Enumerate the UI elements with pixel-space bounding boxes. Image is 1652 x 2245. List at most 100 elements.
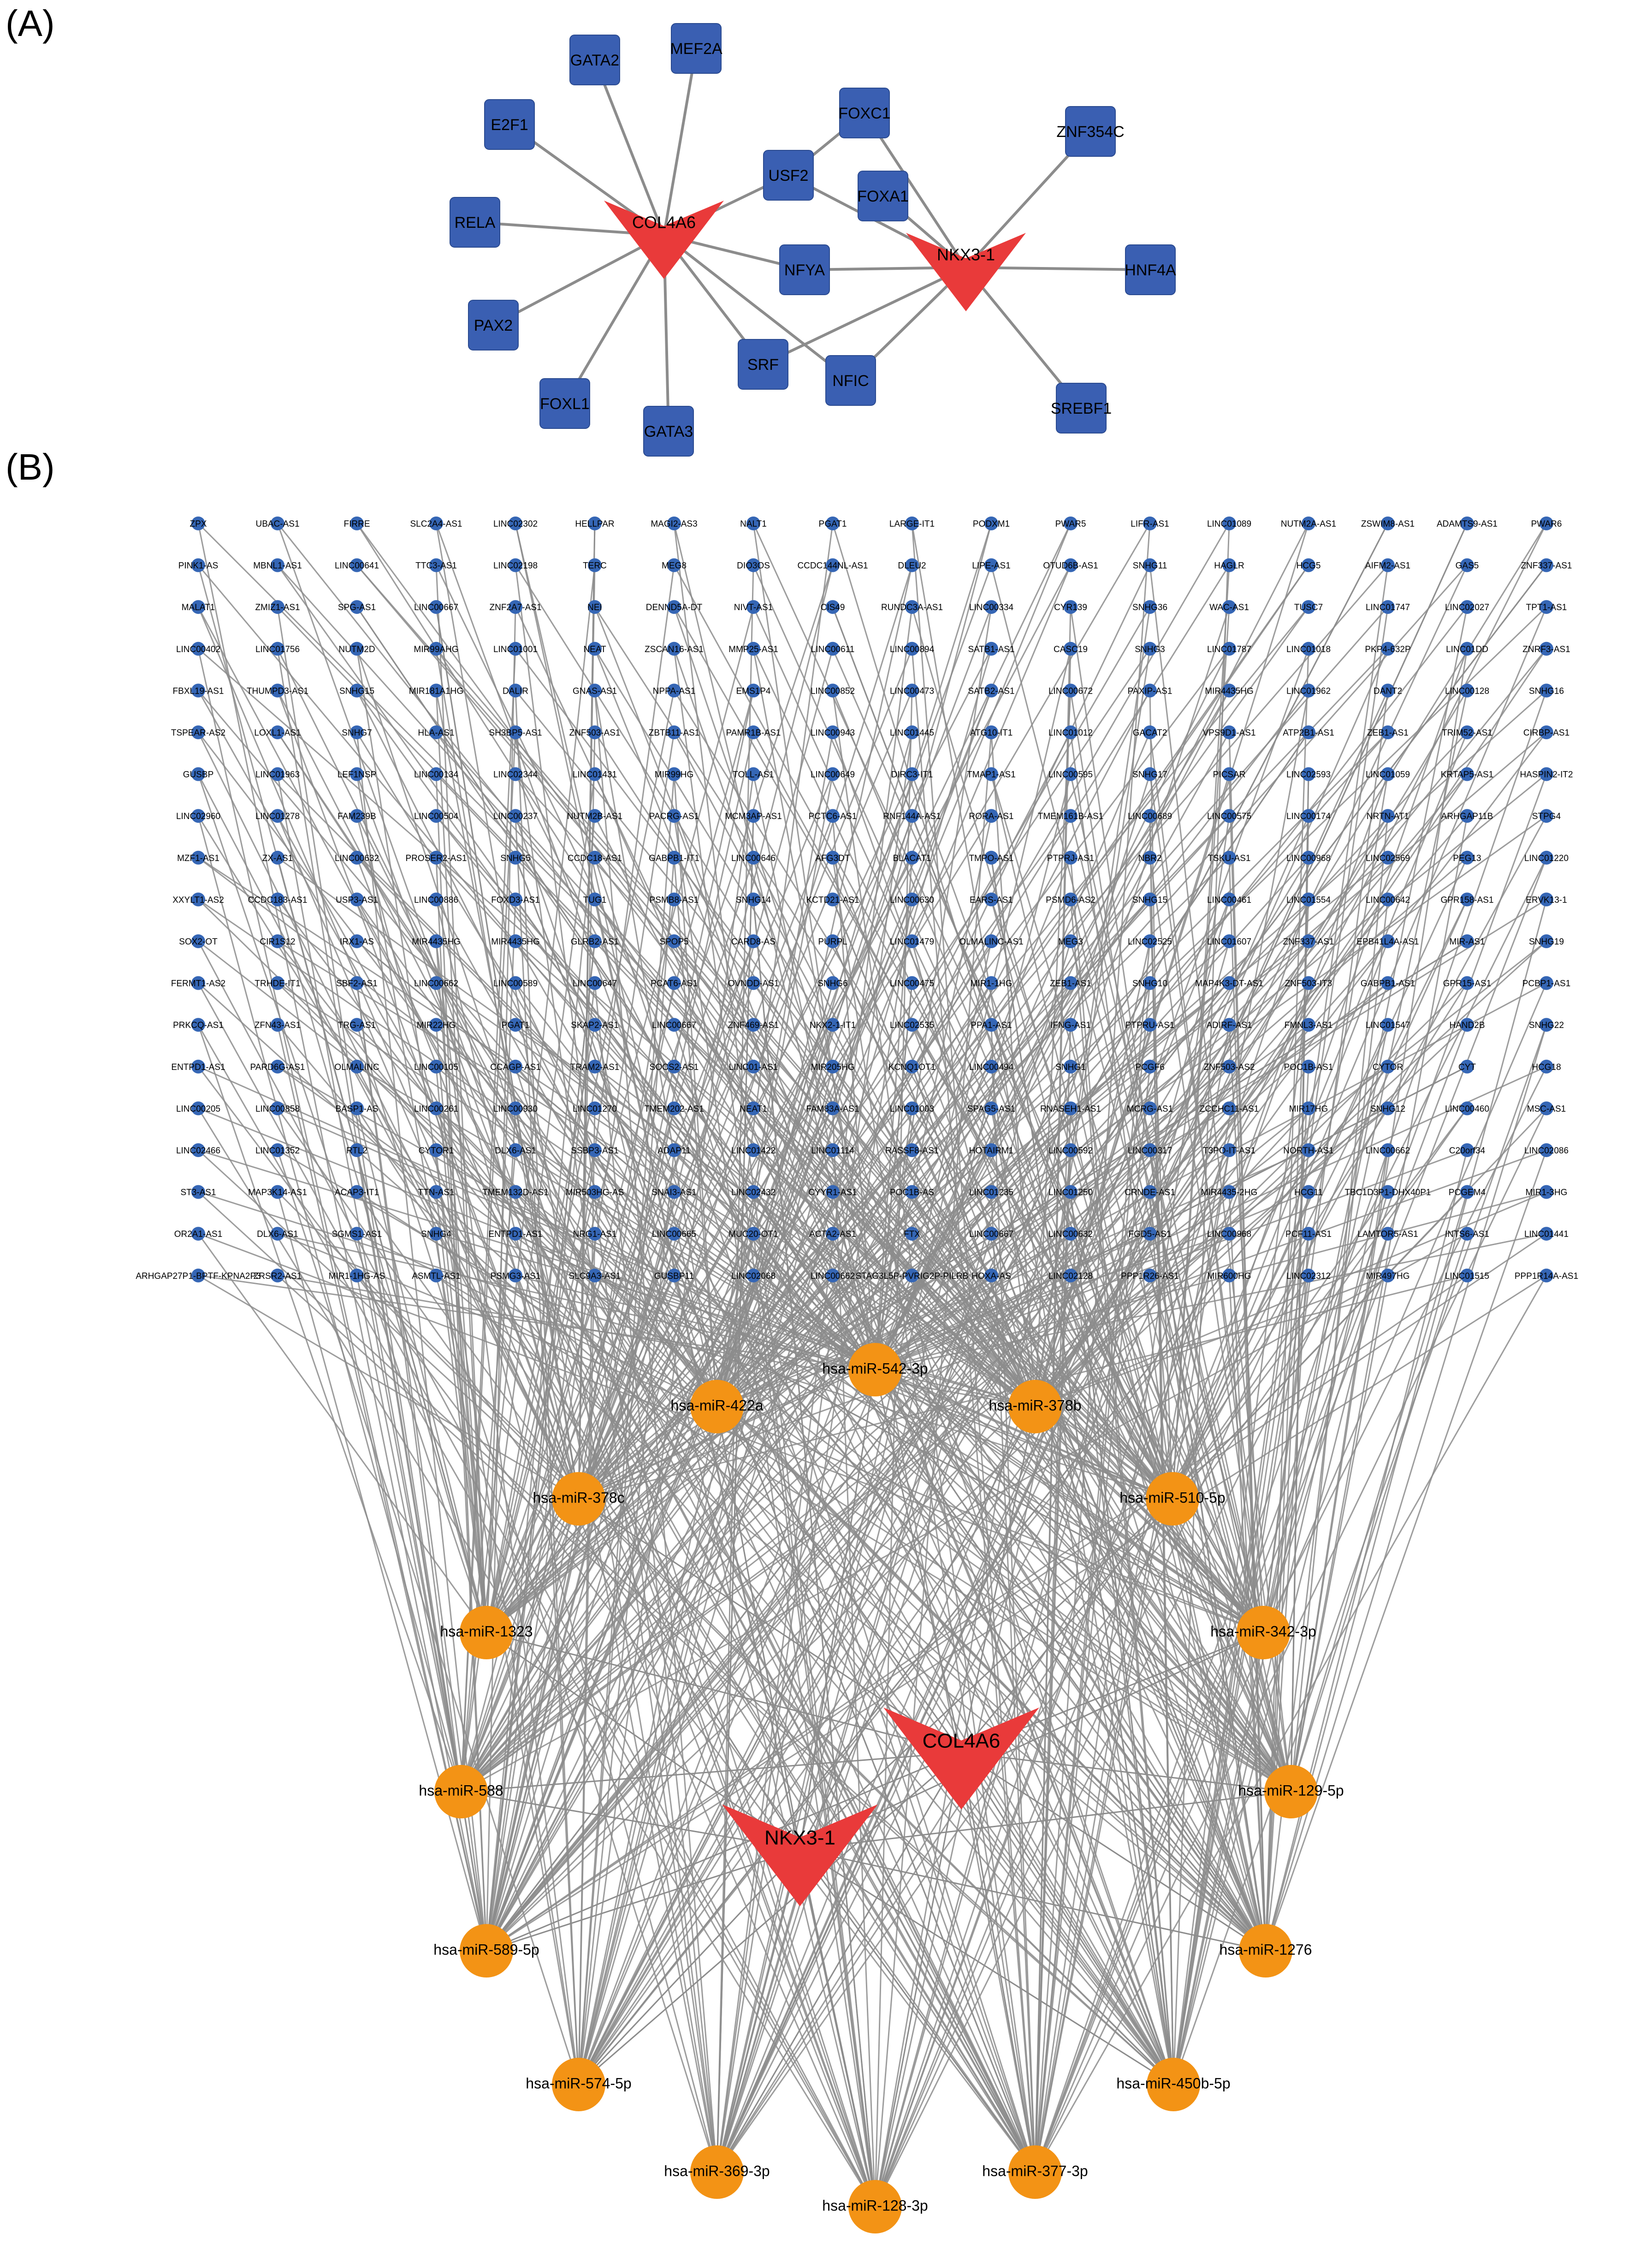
- lncrna-label: ZNF469-AS1: [728, 1021, 779, 1030]
- lncrna-node: TRG-AS1: [338, 1018, 376, 1032]
- lncrna-label: SPG-AS1: [338, 603, 376, 612]
- lncrna-label: SPOP5: [659, 937, 688, 947]
- lncrna-dot: [905, 1143, 919, 1157]
- edge-lnc-mir: [990, 774, 1267, 1951]
- lncrna-node: LINC00317: [1128, 1143, 1172, 1157]
- lncrna-node: MMP25-AS1: [728, 641, 778, 656]
- lncrna-dot: [667, 809, 681, 823]
- mirna-label: hsa-miR-588: [419, 1782, 503, 1799]
- lncrna-node: MIR1-1HG: [971, 976, 1012, 990]
- lncrna-dot: [1460, 725, 1474, 739]
- edge-lnc-mir: [461, 1233, 1468, 1793]
- lncrna-node: LINC01787: [1207, 641, 1251, 656]
- lncrna-dot: [1302, 850, 1315, 865]
- lncrna-label: NUTM2D: [338, 645, 375, 654]
- edge-lnc-mir: [277, 1233, 1264, 1633]
- lncrna-node: SNHG3: [1135, 641, 1165, 656]
- tf-node-usf2: USF2: [763, 150, 814, 201]
- lncrna-node: SNHG6: [817, 976, 848, 990]
- lncrna-dot: [667, 892, 681, 907]
- lncrna-dot: [1302, 809, 1315, 823]
- lncrna-node: LINC01963: [255, 767, 300, 781]
- lncrna-label: NKX2-1-IT1: [810, 1021, 856, 1030]
- lncrna-node: OLMALINC: [334, 1059, 379, 1074]
- edge-lnc-mir: [435, 690, 487, 1633]
- lncrna-label: UBAC-AS1: [255, 519, 299, 529]
- lncrna-node: ZMIZ1-AS1: [255, 600, 300, 614]
- lncrna-node: MIR4435HG: [491, 934, 540, 948]
- tf-label-srf: SRF: [747, 356, 779, 374]
- lncrna-dot: [350, 1185, 364, 1199]
- lncrna-label: MMP25-AS1: [728, 645, 778, 654]
- lncrna-label: OLMALINC-AS1: [959, 937, 1023, 947]
- lncrna-node: MIR4435HG: [1205, 683, 1254, 698]
- mirna-label: hsa-miR-1276: [1220, 1941, 1312, 1958]
- edge-lnc-mir: [990, 1108, 1174, 2085]
- lncrna-dot: [1302, 976, 1315, 990]
- lncrna-label: SNHG12: [1370, 1104, 1405, 1114]
- tf-box-mef2a: [671, 23, 722, 74]
- lncrna-node: CIRBP-AS1: [1523, 725, 1569, 739]
- lncrna-dot: [191, 683, 205, 698]
- edge-lnc-mir: [716, 982, 1230, 1408]
- target-node-b-nkx3-1: NKX3-1: [722, 1804, 878, 1906]
- edge-lnc-mir: [435, 941, 487, 1633]
- lncrna-dot: [1064, 1101, 1078, 1116]
- lncrna-node: OTUD6B-AS1: [1043, 558, 1098, 572]
- lncrna-node: SNHG10: [1132, 976, 1167, 990]
- lncrna-dot: [1539, 850, 1553, 865]
- lncrna-node: LINC00930: [493, 1101, 538, 1116]
- lncrna-dot: [826, 600, 840, 614]
- lncrna-dot: [1222, 725, 1236, 739]
- lncrna-node: RTL2: [346, 1143, 367, 1157]
- lncrna-dot: [191, 725, 205, 739]
- lncrna-dot: [429, 1101, 443, 1116]
- lncrna-label: HLA-AS1: [418, 728, 454, 738]
- lncrna-label: FAM239B: [338, 812, 376, 821]
- lncrna-dot: [429, 1185, 443, 1199]
- lncrna-node: LINC02569: [1366, 850, 1410, 865]
- lncrna-label: HASPIN2-IT2: [1520, 770, 1573, 780]
- lncrna-node: NUTM2A-AS1: [1281, 517, 1336, 530]
- lncrna-node: LINC00665: [652, 1227, 696, 1241]
- lncrna-label: LINC00632: [1048, 1229, 1093, 1239]
- lncrna-node: LINC01352: [255, 1143, 300, 1157]
- edge-lnc-mir: [486, 1024, 992, 1951]
- tf-label-usf2: USF2: [769, 167, 809, 184]
- mirna-node-hsa-mir-574-5p: hsa-miR-574-5p: [526, 2058, 632, 2111]
- lncrna-label: EARS-AS1: [970, 895, 1013, 905]
- lncrna-dot: [509, 892, 522, 907]
- lncrna-node: ADIRF-AS1: [1206, 1018, 1252, 1032]
- lncrna-label: CYR139: [1054, 603, 1087, 612]
- lncrna-node: NORTH-AS1: [1283, 1143, 1334, 1157]
- lncrna-dot: [1143, 517, 1157, 530]
- tf-label-foxa1: FOXA1: [857, 188, 908, 205]
- lncrna-node: TUG1: [583, 892, 606, 907]
- lncrna-label: LINC00134: [414, 770, 459, 780]
- edge-lnc-mir: [673, 690, 1173, 1499]
- edge-lnc-mir: [356, 1275, 462, 1792]
- lncrna-label: GPR15-AS1: [1443, 979, 1492, 989]
- lncrna-dot: [1222, 767, 1236, 781]
- lncrna-label: LIPE-AS1: [972, 561, 1010, 571]
- lncrna-dot: [509, 767, 522, 781]
- lncrna-node: SNAI3-AS1: [651, 1185, 697, 1199]
- lncrna-label: MAP4K3-DT-AS1: [1195, 979, 1263, 989]
- edge-lnc-mir: [461, 1233, 1230, 1793]
- lncrna-node: MIR205HG: [811, 1059, 855, 1074]
- edge-lnc-mir: [435, 606, 580, 1499]
- lncrna-label: SGMS1-AS1: [332, 1229, 382, 1239]
- lncrna-dot: [350, 558, 364, 572]
- lncrna-dot: [271, 1143, 284, 1157]
- lncrna-label: PEG13: [1453, 854, 1481, 863]
- lncrna-node: CYR139: [1054, 600, 1087, 614]
- lncrna-node: LINC01547: [1366, 1018, 1410, 1032]
- lncrna-label: MSC-AS1: [1527, 1104, 1566, 1114]
- lncrna-label: CCDC144NL-AS1: [797, 561, 868, 571]
- lncrna-dot: [1539, 641, 1553, 656]
- edge-lnc-mir: [1149, 1192, 1173, 1499]
- edge-mir-target: [960, 1498, 1173, 1753]
- lncrna-dot: [905, 1227, 919, 1241]
- lncrna-label: AIFM2-AS1: [1365, 561, 1410, 571]
- lncrna-node: LINC01220: [1524, 850, 1569, 865]
